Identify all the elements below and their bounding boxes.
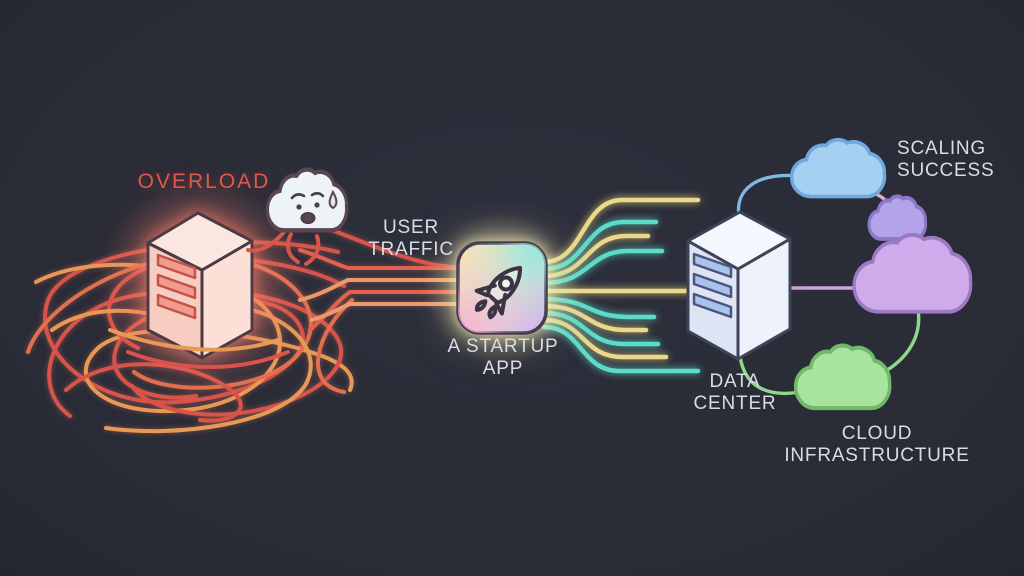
large-purple-cloud-icon bbox=[852, 233, 973, 314]
startup-app-icon bbox=[456, 241, 548, 335]
overload-label: OVERLOAD bbox=[137, 170, 271, 193]
server-slots bbox=[692, 252, 733, 319]
overloaded-server-icon bbox=[146, 211, 254, 360]
cloud-infrastructure-label: CLOUD INFRASTRUCTURE bbox=[784, 423, 970, 466]
sweat-drop bbox=[328, 189, 338, 210]
scaling-success-label: SCALING SUCCESS bbox=[897, 138, 995, 181]
data-center-label: DATA CENTER bbox=[693, 371, 777, 414]
user-traffic-label: USER TRAFFIC bbox=[368, 217, 454, 260]
connector-server-blue-cloud bbox=[736, 173, 802, 218]
sad-cloud-icon bbox=[267, 170, 346, 231]
front-wires bbox=[108, 328, 290, 369]
data-center-icon bbox=[686, 210, 792, 361]
sad-cloud-face bbox=[290, 189, 338, 224]
server-slots bbox=[156, 253, 197, 320]
sad-cloud-legs bbox=[246, 230, 321, 266]
blue-cloud-icon bbox=[789, 137, 887, 199]
rocket-icon bbox=[474, 265, 523, 320]
green-cloud-icon bbox=[796, 346, 890, 409]
connector-purple-green bbox=[882, 308, 921, 374]
startup-app-label: A STARTUP APP bbox=[447, 336, 559, 379]
connector-server-green bbox=[738, 354, 802, 395]
small-purple-cloud-icon bbox=[867, 194, 928, 241]
